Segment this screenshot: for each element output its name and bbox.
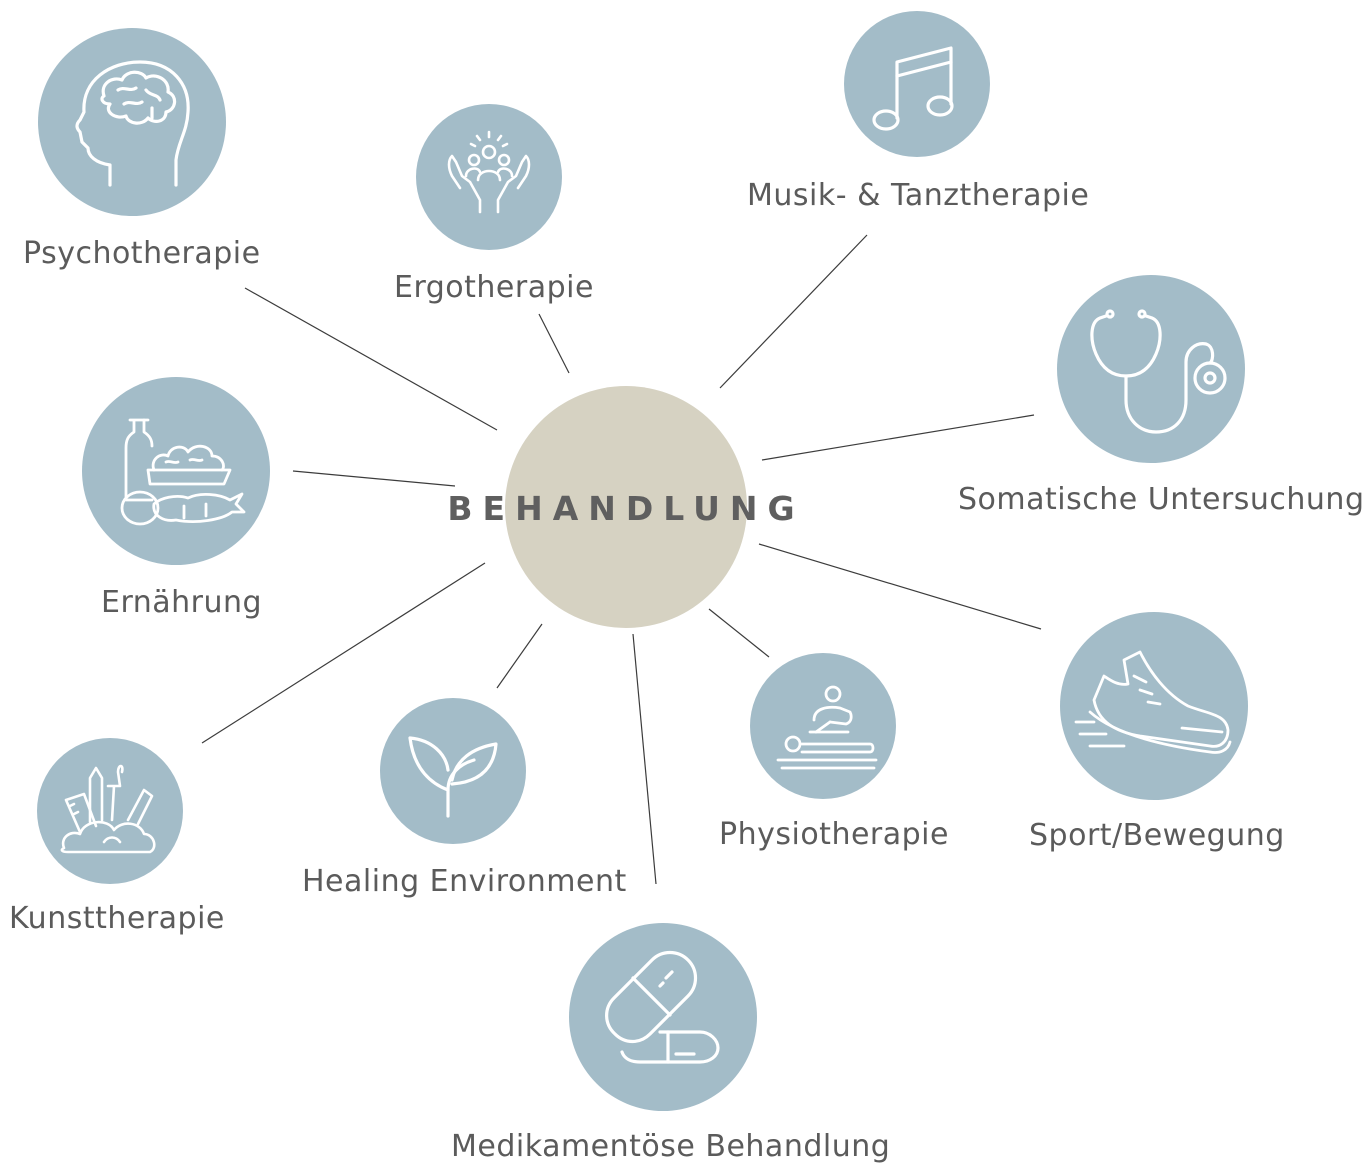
vegetables-icon [120, 418, 246, 526]
connector-lines [201, 234, 1042, 885]
connector-sport [758, 543, 1042, 630]
connector-somatische [761, 414, 1035, 461]
plant-sprout-icon [408, 736, 498, 818]
pill-capsule-icon [605, 950, 720, 1064]
label-ernaehrung: Ernährung [101, 585, 263, 620]
connector-musik [719, 234, 868, 389]
connector-psychotherapie [244, 287, 498, 431]
label-healing: Healing Environment [302, 864, 627, 899]
brain-head-icon [75, 60, 190, 187]
label-kunsttherapie: Kunsttherapie [9, 901, 225, 936]
massage-icon [776, 685, 878, 770]
node-musik [844, 11, 990, 157]
label-ergotherapie: Ergotherapie [394, 270, 594, 305]
connector-healing [496, 623, 543, 689]
center-circle [505, 386, 747, 628]
label-somatische: Somatische Untersuchung [958, 482, 1365, 517]
label-psychotherapie: Psychotherapie [23, 236, 261, 271]
music-note-icon [872, 46, 954, 131]
art-supplies-icon [60, 764, 156, 854]
connector-physiotherapie [708, 608, 770, 658]
node-kunsttherapie [37, 738, 183, 884]
node-somatische [1057, 275, 1245, 463]
label-musik: Musik- & Tanztherapie [747, 178, 1090, 213]
center-title: BEHANDLUNG [447, 489, 805, 528]
label-physiotherapie: Physiotherapie [719, 817, 949, 852]
node-ernaehrung [82, 377, 270, 565]
connector-ergotherapie [538, 313, 570, 374]
stethoscope-icon [1090, 309, 1227, 434]
label-sport: Sport/Bewegung [1029, 818, 1285, 853]
people-in-hands-icon [447, 130, 531, 214]
node-physiotherapie [750, 653, 896, 799]
node-sport [1060, 612, 1248, 800]
node-medikamente [569, 923, 757, 1111]
connector-ernaehrung [292, 470, 456, 487]
node-ergotherapie [416, 104, 562, 250]
connector-medikamente [632, 633, 657, 885]
node-psychotherapie [38, 28, 226, 216]
connector-kunsttherapie [201, 562, 486, 744]
running-shoe-icon [1074, 650, 1232, 754]
node-healing [380, 698, 526, 844]
label-medikamente: Medikamentöse Behandlung [451, 1129, 891, 1164]
